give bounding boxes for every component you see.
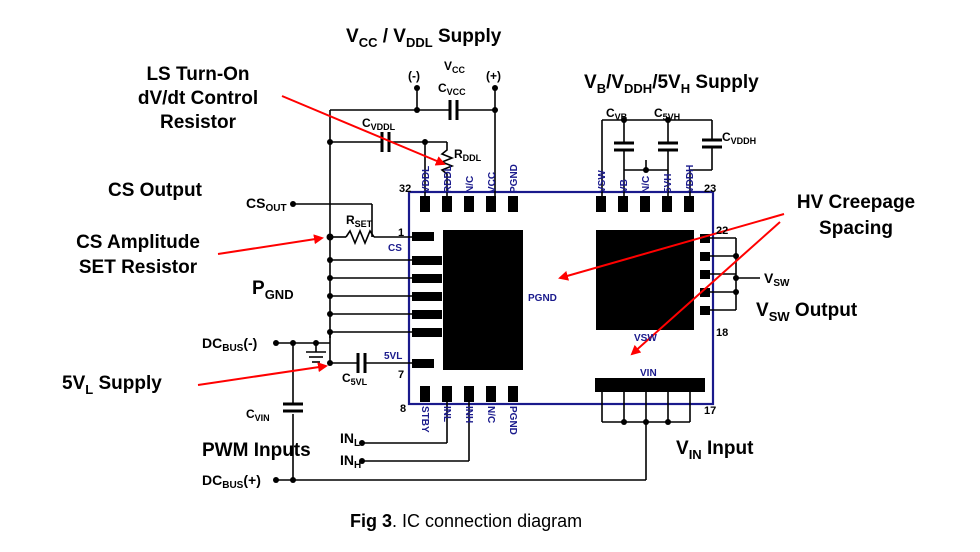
pin-5vh: 5VH xyxy=(663,174,674,193)
bottom-pads xyxy=(420,386,518,402)
pin-number-32: 32 xyxy=(399,183,411,195)
figure-caption: Fig 3. IC connection diagram xyxy=(350,511,582,531)
pin-number-1: 1 xyxy=(398,227,404,239)
label-cvddl: CVDDL xyxy=(362,116,396,132)
label-vsw-output: VSW Output xyxy=(756,300,858,324)
pin-number-18: 18 xyxy=(716,327,728,339)
label-ls-turn-on-2: dV/dt Control xyxy=(138,88,258,109)
pin-nc-top2: N/C xyxy=(641,176,652,193)
label-rset: RSET xyxy=(346,213,373,229)
capacitor-c5vl xyxy=(356,353,367,373)
pin-vcc: VCC xyxy=(487,172,498,193)
label-vsw-node: VSW xyxy=(764,270,790,289)
label-cs-amplitude-2: SET Resistor xyxy=(79,257,198,278)
label-vin-input: VIN Input xyxy=(676,438,754,462)
pin-pgnd-bottom: PGND xyxy=(507,406,518,435)
label-minus: (-) xyxy=(408,69,420,83)
vsw-pad xyxy=(596,230,694,330)
pin-vin-pad: VIN xyxy=(640,368,657,379)
label-c5vh: C5VH xyxy=(654,106,680,122)
ground-symbol xyxy=(306,351,326,363)
label-inl: INL xyxy=(340,430,360,449)
pin-stby: STBY xyxy=(419,406,430,433)
vin-pad xyxy=(595,378,705,392)
label-vcc-top: VCC xyxy=(444,59,466,75)
pin-cs: CS xyxy=(388,243,402,254)
pin-vb: VB xyxy=(619,179,630,193)
pin-vsw-top: VSW xyxy=(597,170,608,193)
pin-5vl: 5VL xyxy=(384,351,402,362)
pin-pgnd-pad: PGND xyxy=(528,293,557,304)
label-hv-creepage-2: Spacing xyxy=(819,218,893,239)
pin-inh: INH xyxy=(463,406,474,423)
label-rddl: RDDL xyxy=(454,147,482,163)
label-c5vl: C5VL xyxy=(342,371,368,387)
label-plus: (+) xyxy=(486,69,501,83)
capacitor-cvcc xyxy=(448,100,459,120)
pin-number-17: 17 xyxy=(704,405,716,417)
label-cvddh: CVDDH xyxy=(722,130,756,146)
pin-nc-bottom: N/C xyxy=(485,406,496,423)
pin-inl: INL xyxy=(441,406,452,422)
pin-number-8: 8 xyxy=(400,403,406,415)
annotation-arrows xyxy=(197,95,785,386)
right-pads xyxy=(700,234,710,315)
top-pads xyxy=(420,196,694,212)
left-pads xyxy=(412,232,442,368)
label-hv-creepage-1: HV Creepage xyxy=(797,192,915,213)
pin-rddl: RDDL xyxy=(443,165,454,193)
label-csout: CSOUT xyxy=(246,195,287,214)
pin-number-23: 23 xyxy=(704,183,716,195)
label-inh: INH xyxy=(340,452,361,471)
pgnd-thermal-pad xyxy=(443,230,523,370)
label-pgnd: PGND xyxy=(252,278,294,302)
pin-number-7: 7 xyxy=(398,369,404,381)
capacitor-cvddh xyxy=(702,138,722,149)
capacitor-cvddl xyxy=(380,132,391,152)
pin-vsw-pad: VSW xyxy=(634,333,657,344)
label-5vl-supply: 5VL Supply xyxy=(62,373,162,397)
capacitor-cvb xyxy=(614,141,634,152)
pin-nc-top1: N/C xyxy=(465,176,476,193)
capacitor-cvin xyxy=(283,402,303,413)
label-dcbus-pos: DCBUS(+) xyxy=(202,472,261,491)
label-cs-amplitude-1: CS Amplitude xyxy=(76,232,200,253)
junction-dots xyxy=(273,85,739,483)
label-cs-output: CS Output xyxy=(108,180,203,201)
label-cvin: CVIN xyxy=(246,407,270,423)
label-pwm-inputs: PWM Inputs xyxy=(202,440,311,461)
label-ls-turn-on-1: LS Turn-On xyxy=(146,64,249,85)
wiring xyxy=(276,88,760,481)
label-cvb: CVB xyxy=(606,106,628,122)
label-cvcc: CVCC xyxy=(438,81,466,97)
pin-vddl: VDDL xyxy=(421,166,432,193)
pin-pgnd-top: PGND xyxy=(509,164,520,193)
pin-number-22: 22 xyxy=(716,225,728,237)
label-dcbus-neg: DCBUS(-) xyxy=(202,335,257,354)
label-vb-supply: VB/VDDH/5VH Supply xyxy=(584,72,759,96)
pin-vddh: VDDH xyxy=(685,165,696,193)
capacitor-c5vh xyxy=(658,141,678,152)
label-vcc-vddl-supply: VCC / VDDL Supply xyxy=(346,26,502,50)
label-ls-turn-on-3: Resistor xyxy=(160,112,237,133)
